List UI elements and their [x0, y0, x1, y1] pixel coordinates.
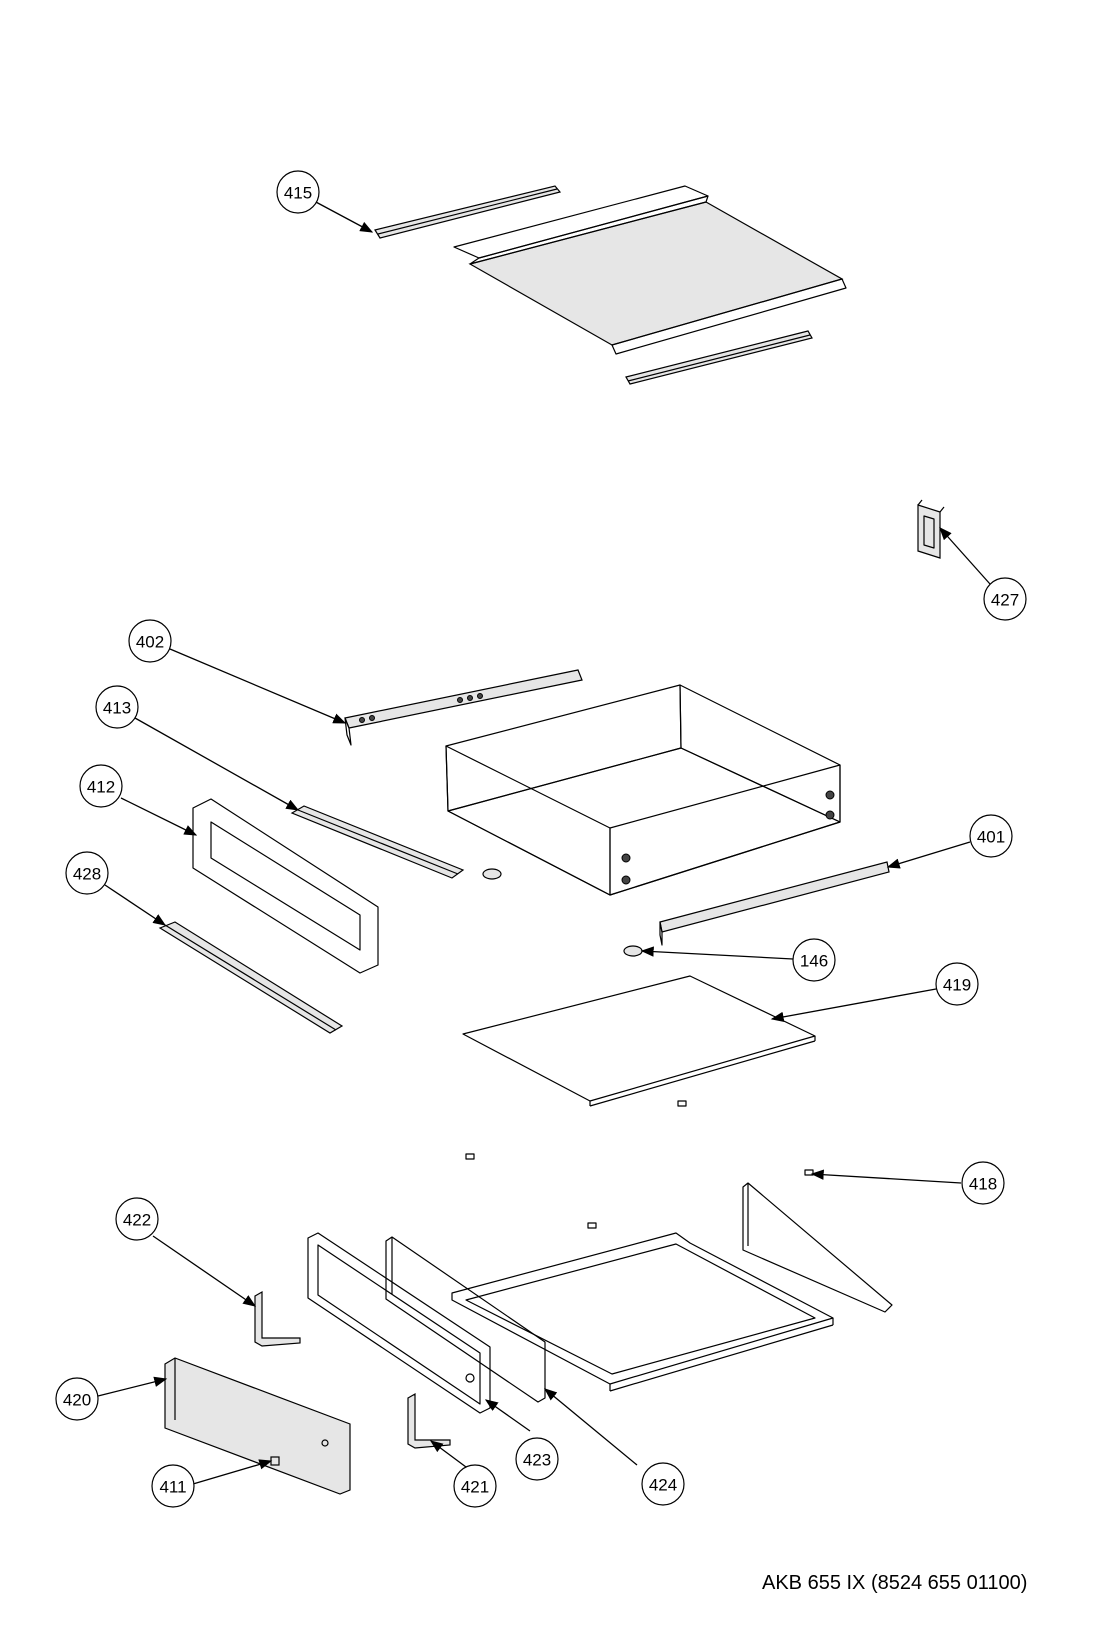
callout-427-label: 427 [991, 591, 1019, 610]
callout-422-label: 422 [123, 1211, 151, 1230]
callout-420: 420 [55, 1377, 99, 1421]
callout-422: 422 [115, 1197, 159, 1241]
callout-411-label: 411 [159, 1478, 186, 1497]
callout-412: 412 [79, 764, 123, 808]
bracket-422 [254, 1290, 301, 1347]
callout-402: 402 [128, 619, 172, 663]
telescopic-rail-right [659, 861, 890, 946]
callout-413: 413 [95, 685, 139, 729]
callout-418-label: 418 [969, 1175, 997, 1194]
front-frame [192, 798, 379, 974]
telescopic-rail-left [290, 805, 465, 879]
model-caption: AKB 655 IX (8524 655 01100) [762, 1572, 1028, 1594]
top-cover-assembly [374, 185, 847, 385]
callout-146-label: 146 [800, 952, 828, 971]
callout-402-label: 402 [136, 633, 164, 652]
back-panel [742, 1182, 893, 1313]
upper-left-rail [344, 669, 583, 746]
callout-412-label: 412 [87, 778, 115, 797]
callout-423-label: 423 [523, 1451, 551, 1470]
bottom-frame [451, 1232, 834, 1392]
drawer-box [445, 684, 841, 896]
leader-lines [97, 200, 991, 1485]
callout-401-label: 401 [977, 828, 1005, 847]
callout-415: 415 [276, 170, 320, 214]
screw-411 [270, 1456, 280, 1466]
callout-421-label: 421 [461, 1478, 489, 1497]
callout-420-label: 420 [63, 1391, 91, 1410]
inner-front-panel [307, 1232, 491, 1414]
callout-427: 427 [983, 577, 1027, 621]
callout-421: 421 [453, 1464, 497, 1508]
cap-146 [623, 945, 643, 957]
callout-418: 418 [961, 1161, 1005, 1205]
callout-428: 428 [65, 851, 109, 895]
callout-424: 424 [641, 1462, 685, 1506]
lower-left-rail [158, 921, 344, 1034]
callout-419-label: 419 [943, 976, 971, 995]
glass-plate [462, 975, 816, 1107]
callout-401: 401 [969, 814, 1013, 858]
small-feet [465, 1153, 814, 1229]
small-cap [482, 868, 502, 880]
callout-419: 419 [935, 962, 979, 1006]
front-panel [164, 1357, 351, 1495]
callout-411: 411 [151, 1464, 195, 1508]
bracket-421 [407, 1392, 451, 1449]
callout-146: 146 [792, 938, 836, 982]
callout-428-label: 428 [73, 865, 101, 884]
side-bracket [917, 499, 945, 559]
callout-423: 423 [515, 1437, 559, 1481]
callout-415-label: 415 [284, 184, 312, 203]
callout-424-label: 424 [649, 1476, 677, 1495]
callout-413-label: 413 [103, 699, 131, 718]
